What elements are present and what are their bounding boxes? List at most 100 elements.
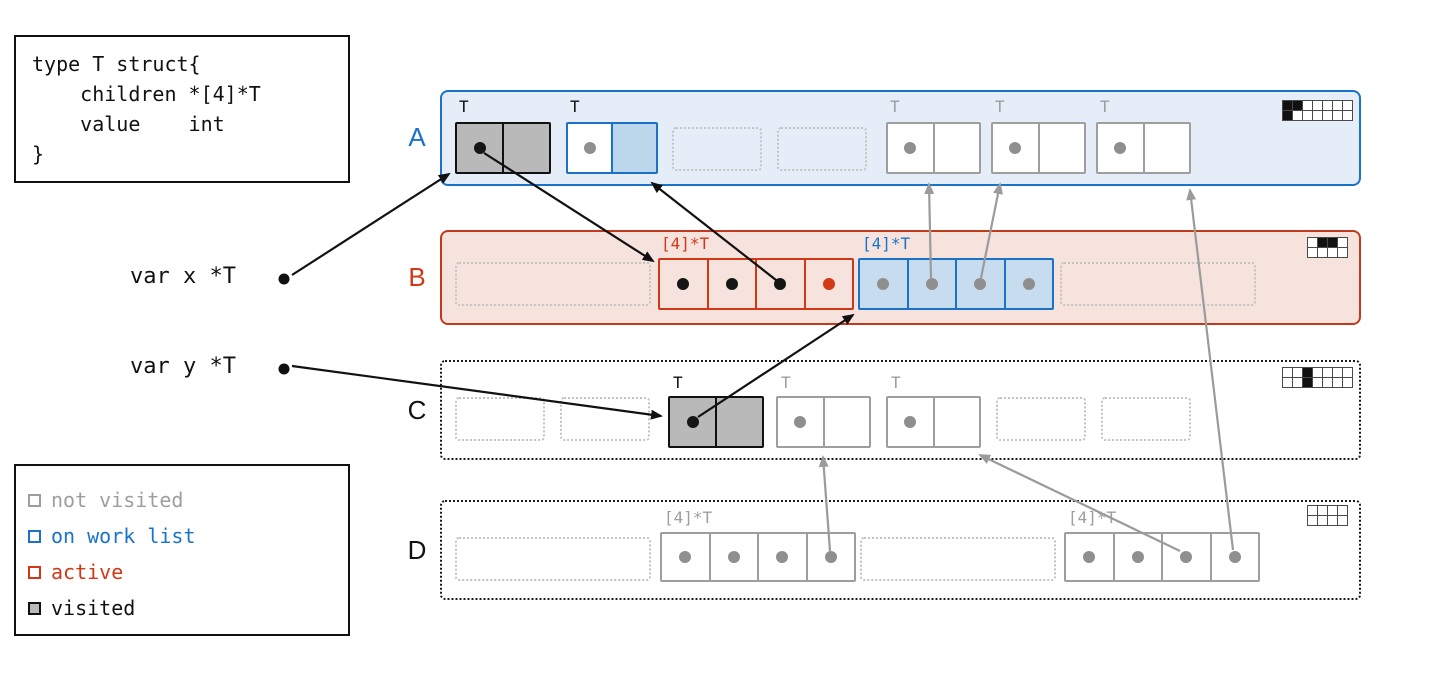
object-a1-visited	[455, 122, 551, 174]
type-label-array: [4]*T	[664, 508, 713, 527]
span-a-label: A	[408, 122, 426, 152]
pointer-dot	[1114, 142, 1127, 154]
pointer-dot	[727, 551, 740, 563]
object-a2-on-work-list	[566, 122, 658, 174]
pointer-field-cell	[888, 124, 935, 172]
pointer-field-cell	[457, 124, 504, 172]
array-d1-not-visited	[660, 532, 856, 582]
free-slot	[860, 537, 1056, 581]
object-a7-not-visited	[1096, 122, 1191, 174]
free-slot	[1060, 262, 1256, 306]
free-slot	[455, 537, 651, 581]
span-c-label: C	[407, 395, 427, 425]
array-element-cell	[660, 260, 709, 308]
code-line: type T struct{	[32, 52, 201, 76]
pointer-dot	[1083, 551, 1096, 563]
pointer-field-cell	[568, 124, 613, 172]
legend-label: on work list	[51, 524, 196, 548]
array-element-cell	[709, 260, 757, 308]
code-line: }	[32, 142, 45, 166]
pointer-dot	[794, 416, 807, 428]
pointer-dot	[677, 278, 690, 290]
span-a-mark-bitmap	[1282, 100, 1353, 121]
value-field-cell	[613, 124, 656, 172]
pointer-dot	[679, 551, 692, 563]
object-a5-not-visited	[886, 122, 981, 174]
pointer-field-cell	[778, 398, 825, 446]
code-line: children *[4]*T	[32, 82, 261, 106]
object-a6-not-visited	[991, 122, 1086, 174]
pointer-dot	[824, 551, 837, 563]
value-field-cell	[1040, 124, 1085, 172]
pointer-field-cell	[993, 124, 1040, 172]
pointer-dot	[473, 142, 486, 154]
type-label-t: T	[890, 97, 900, 116]
array-element-cell	[860, 260, 909, 308]
free-slot	[672, 127, 762, 171]
type-label-array: [4]*T	[862, 234, 911, 253]
pointer-dot	[925, 278, 938, 290]
pointer-dot	[974, 278, 987, 290]
array-element-cell	[759, 534, 808, 580]
pointer-dot	[1022, 278, 1035, 290]
var-x-pointer-dot	[278, 273, 290, 285]
free-slot	[777, 127, 867, 171]
pointer-dot	[904, 142, 917, 154]
on-work-list-swatch-icon	[28, 529, 41, 543]
legend: not visited on work list active visited	[14, 464, 350, 636]
free-slot	[1101, 397, 1191, 441]
type-label-t: T	[570, 97, 580, 116]
active-swatch-icon	[28, 565, 41, 579]
var-y-pointer-dot	[278, 363, 290, 375]
type-label-t: T	[781, 373, 791, 392]
type-definition-box: type T struct{ children *[4]*T value int…	[14, 35, 350, 183]
pointer-dot	[1131, 551, 1144, 563]
type-label-t: T	[891, 373, 901, 392]
pointer-dot	[904, 416, 917, 428]
array-element-cell	[1066, 534, 1115, 580]
not-visited-swatch-icon	[28, 493, 41, 507]
legend-label: visited	[51, 596, 136, 620]
pointer-field-cell	[670, 398, 717, 446]
var-x-label: var x *T	[130, 264, 236, 289]
object-c4-not-visited	[776, 396, 871, 448]
free-slot	[560, 397, 650, 441]
span-d-label: D	[407, 535, 427, 565]
value-field-cell	[825, 398, 870, 446]
value-field-cell	[717, 398, 762, 446]
type-label-t: T	[1100, 97, 1110, 116]
array-element-cell	[1163, 534, 1212, 580]
pointer-field-cell	[888, 398, 935, 446]
type-label-array: [4]*T	[1068, 508, 1117, 527]
legend-item-on-work-list: on work list	[26, 518, 348, 554]
array-d2-not-visited	[1064, 532, 1260, 582]
array-b-active	[658, 258, 854, 310]
pointer-dot	[1228, 551, 1241, 563]
pointer-dot	[583, 142, 596, 154]
type-label-t: T	[673, 373, 683, 392]
var-y-label: var y *T	[130, 354, 236, 379]
pointer-dot	[725, 278, 738, 290]
array-element-cell	[1212, 534, 1259, 580]
free-slot	[455, 262, 651, 306]
pointer-dot	[1009, 142, 1022, 154]
span-d-mark-bitmap	[1307, 505, 1348, 526]
type-label-t: T	[459, 97, 469, 116]
arrow-var-x-to-object-a1	[291, 172, 451, 276]
type-label-t: T	[995, 97, 1005, 116]
visited-swatch-icon	[28, 601, 41, 615]
array-element-cell	[806, 260, 853, 308]
free-slot	[455, 397, 545, 441]
legend-item-active: active	[26, 554, 348, 590]
legend-label: not visited	[51, 488, 184, 512]
array-element-cell	[1115, 534, 1163, 580]
free-slot	[996, 397, 1086, 441]
pointer-dot	[776, 551, 789, 563]
pointer-dot-active	[822, 278, 835, 290]
code-line: value int	[32, 112, 225, 136]
pointer-dot	[686, 416, 699, 428]
pointer-dot	[1180, 551, 1193, 563]
type-label-array: [4]*T	[661, 234, 710, 253]
value-field-cell	[1145, 124, 1190, 172]
array-b-on-work-list	[858, 258, 1054, 310]
